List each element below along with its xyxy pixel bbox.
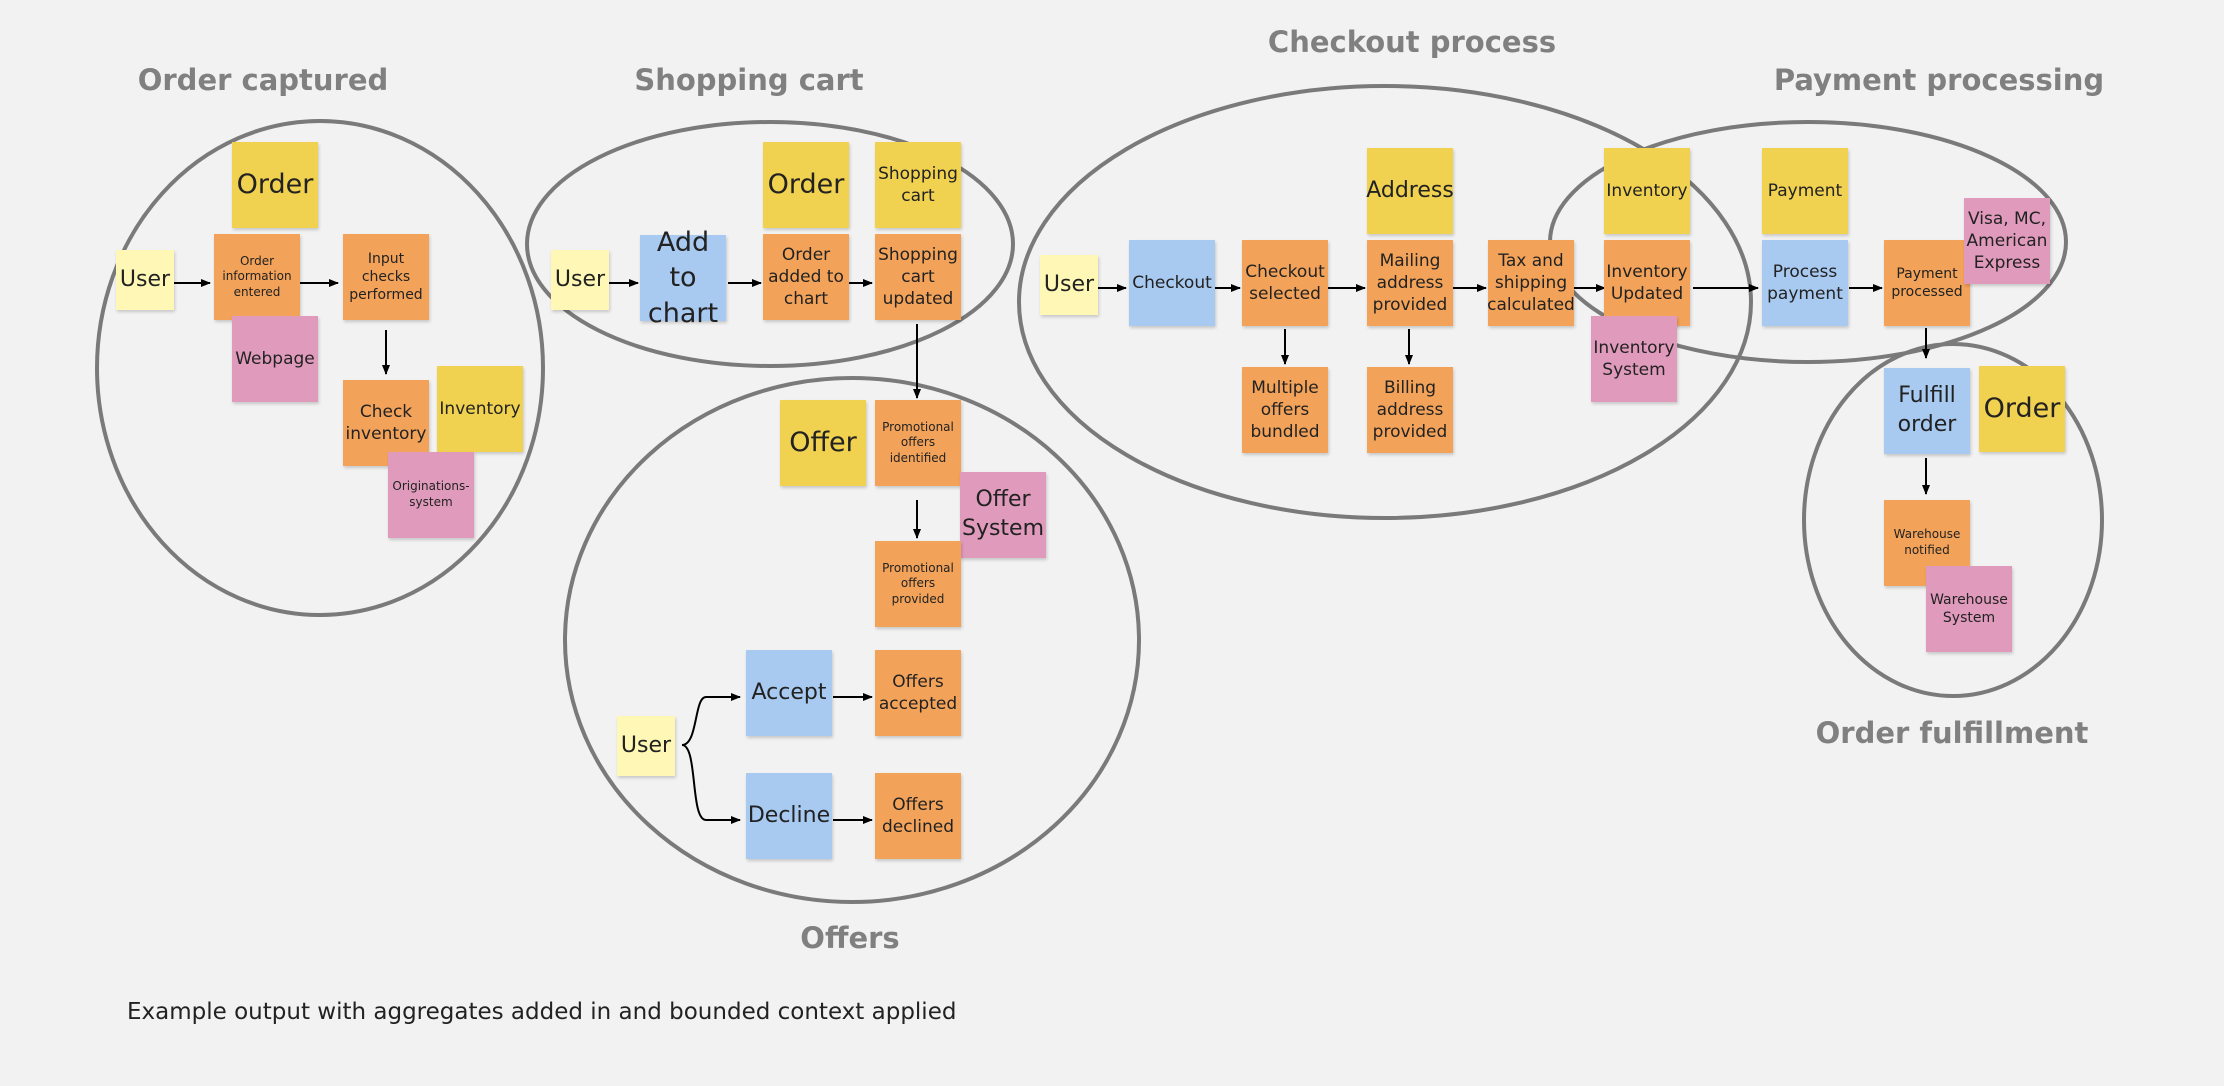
sticky-event-order-information-entered[interactable]: Order information entered (214, 234, 300, 320)
sticky-event-tax-and-shipping-calculated[interactable]: Tax and shipping calculated (1487, 240, 1575, 326)
sticky-event-offers-accepted[interactable]: Offers accepted (875, 650, 961, 736)
context-title-payment-processing: Payment processing (1773, 63, 2105, 97)
sticky-aggregate-order[interactable]: Order (1979, 366, 2065, 452)
context-boundary-offers (563, 376, 1141, 904)
sticky-system-warehouse-system[interactable]: Warehouse System (1926, 566, 2012, 652)
sticky-event-promotional-offers-provided[interactable]: Promotional offers provided (875, 541, 961, 627)
sticky-event-shopping-cart-updated[interactable]: Shopping cart updated (875, 234, 961, 320)
sticky-aggregate-order[interactable]: Order (763, 142, 849, 228)
sticky-event-offers-declined[interactable]: Offers declined (875, 773, 961, 859)
sticky-event-order-added-to-chart[interactable]: Order added to chart (763, 234, 849, 320)
board-caption: Example output with aggregates added in … (127, 999, 957, 1025)
context-boundary-shopping-cart (525, 120, 1015, 368)
sticky-command-add-to-chart[interactable]: Add to chart (640, 227, 726, 329)
sticky-system-webpage[interactable]: Webpage (232, 316, 318, 402)
sticky-actor-user[interactable]: User (551, 250, 609, 310)
sticky-command-process-payment[interactable]: Process payment (1762, 240, 1848, 326)
sticky-aggregate-inventory[interactable]: Inventory (437, 366, 523, 452)
branch-connector (681, 693, 741, 746)
sticky-actor-user[interactable]: User (617, 716, 675, 776)
context-boundary-checkout-process (1017, 84, 1753, 520)
context-title-offers: Offers (800, 921, 900, 955)
sticky-system-offer-system[interactable]: Offer System (960, 472, 1046, 558)
context-boundary-order-fulfillment (1802, 342, 2104, 698)
context-title-order-fulfillment: Order fulfillment (1815, 716, 2089, 750)
sticky-event-checkout-selected[interactable]: Checkout selected (1242, 240, 1328, 326)
context-title-shopping-cart: Shopping cart (634, 63, 864, 97)
sticky-system-originations[interactable]: Originations-system (388, 452, 474, 538)
sticky-system-visa-mc-amex[interactable]: Visa, MC, American Express (1964, 198, 2050, 284)
sticky-aggregate-address[interactable]: Address (1366, 148, 1454, 234)
sticky-event-billing-address-provided[interactable]: Billing address provided (1367, 367, 1453, 453)
sticky-command-checkout[interactable]: Checkout (1129, 240, 1215, 326)
sticky-event-promotional-offers-identified[interactable]: Promotional offers identified (875, 400, 961, 486)
sticky-event-inventory-updated[interactable]: Inventory Updated (1604, 240, 1690, 326)
sticky-event-mailing-address-provided[interactable]: Mailing address provided (1367, 240, 1453, 326)
sticky-event-check-inventory[interactable]: Check inventory (343, 380, 429, 466)
sticky-actor-user[interactable]: User (1040, 255, 1098, 315)
sticky-aggregate-inventory[interactable]: Inventory (1604, 148, 1690, 234)
sticky-aggregate-order[interactable]: Order (232, 142, 318, 228)
sticky-actor-user[interactable]: User (116, 250, 174, 310)
sticky-aggregate-shopping-cart[interactable]: Shopping cart (875, 142, 961, 228)
branch-connector (681, 744, 741, 824)
sticky-aggregate-offer[interactable]: Offer (780, 400, 866, 486)
sticky-command-decline[interactable]: Decline (746, 773, 832, 859)
sticky-aggregate-payment[interactable]: Payment (1762, 148, 1848, 234)
sticky-command-fulfill-order[interactable]: Fulfill order (1884, 368, 1970, 454)
sticky-system-inventory-system[interactable]: Inventory System (1591, 316, 1677, 402)
sticky-command-accept[interactable]: Accept (746, 650, 832, 736)
context-boundary-order-captured (95, 119, 545, 617)
sticky-event-multiple-offers-bundled[interactable]: Multiple offers bundled (1242, 367, 1328, 453)
context-title-order-captured: Order captured (137, 63, 389, 97)
context-title-checkout-process: Checkout process (1267, 25, 1557, 59)
sticky-event-payment-processed[interactable]: Payment processed (1884, 240, 1970, 326)
sticky-event-input-checks-performed[interactable]: Input checks performed (343, 234, 429, 320)
